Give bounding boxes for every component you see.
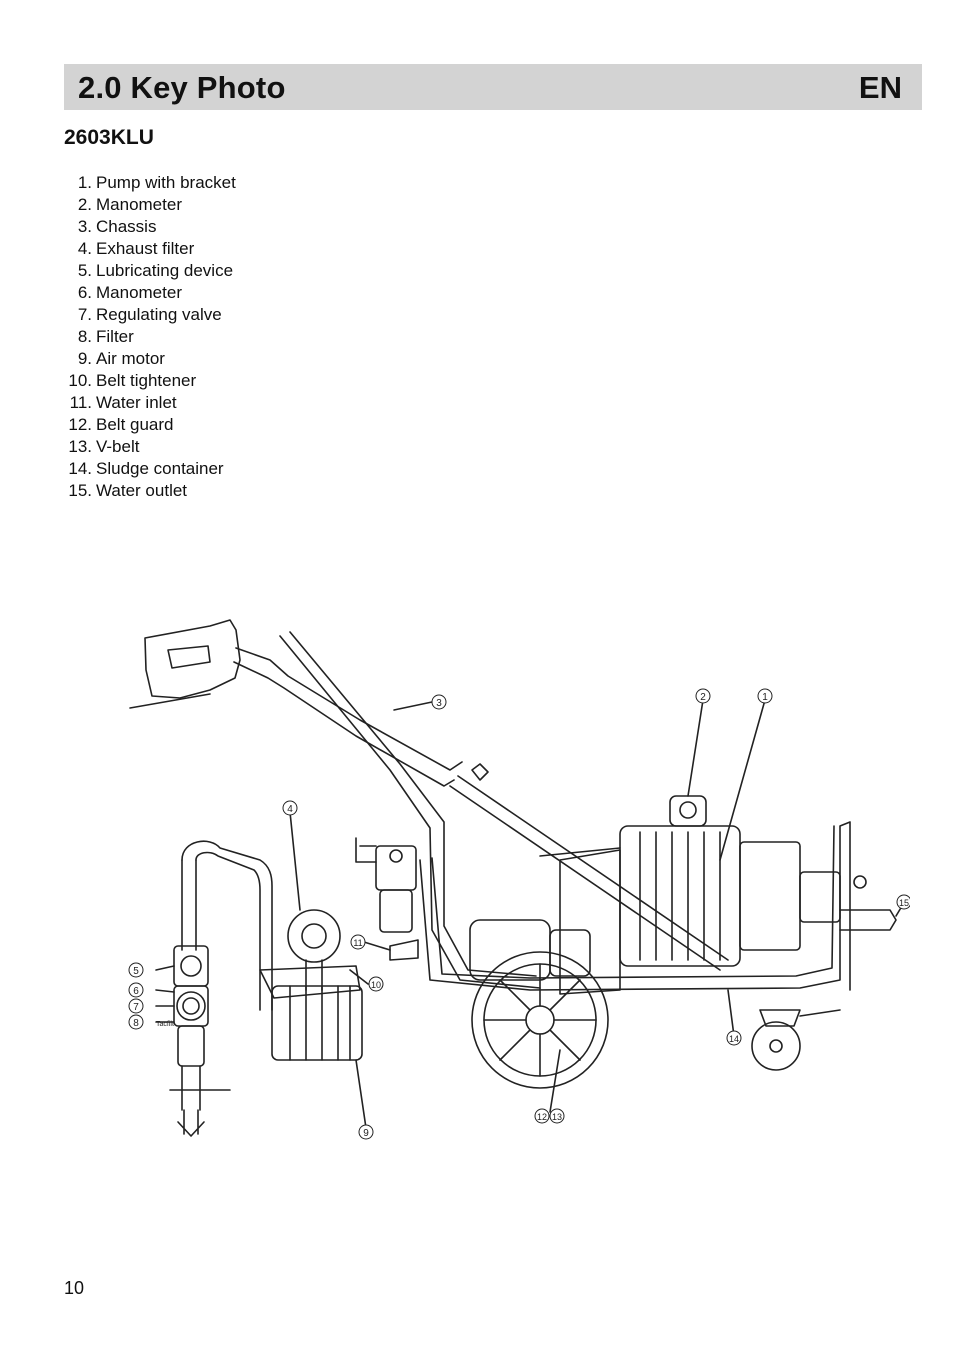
drawing-note: Tacfilt	[156, 1021, 174, 1028]
list-item: 8.Filter	[77, 327, 134, 346]
list-item: 5.Lubricating device	[77, 261, 234, 280]
list-item: 14.Sludge container	[68, 459, 224, 478]
svg-text:3: 3	[436, 698, 442, 709]
svg-text:14: 14	[729, 1034, 739, 1044]
language-code: EN	[858, 70, 902, 105]
section-title: 2.0 Key Photo	[78, 70, 286, 105]
svg-text:7: 7	[133, 1002, 139, 1013]
list-item: 6.Manometer	[77, 283, 182, 302]
callout-14: 14	[726, 1030, 742, 1046]
callout-12: 12	[534, 1108, 550, 1124]
svg-text:15: 15	[899, 898, 909, 908]
svg-text:13: 13	[552, 1112, 562, 1122]
svg-text:4: 4	[287, 804, 293, 815]
svg-text:2: 2	[700, 692, 706, 703]
list-item: 1.Pump with bracket	[77, 173, 236, 192]
callout-11: 11	[350, 934, 366, 950]
list-item: 12.Belt guard	[68, 415, 174, 434]
page-number: 10	[64, 1278, 85, 1298]
callout-2: 2	[695, 688, 711, 704]
callout-8: 8	[128, 1014, 144, 1030]
list-item: 15.Water outlet	[68, 481, 188, 500]
callout-5: 5	[128, 962, 144, 978]
machine-drawing: 1 2 3 4 5 6 7 8	[128, 619, 910, 1140]
list-item: 4.Exhaust filter	[77, 239, 195, 258]
model-name: 2603KLU	[64, 126, 154, 149]
callout-3: 3	[431, 694, 447, 710]
list-item: 9.Air motor	[77, 349, 165, 368]
callout-6: 6	[128, 982, 144, 998]
svg-text:1: 1	[762, 692, 768, 703]
list-item: 7.Regulating valve	[77, 305, 222, 324]
parts-list: 1.Pump with bracket 2.Manometer 3.Chassi…	[64, 172, 236, 502]
callout-4: 4	[282, 800, 298, 816]
callout-9: 9	[358, 1124, 374, 1140]
callout-7: 7	[128, 998, 144, 1014]
callout-10: 10	[368, 976, 384, 992]
svg-text:5: 5	[133, 966, 139, 977]
list-item: 2.Manometer	[77, 195, 182, 214]
svg-text:11: 11	[353, 938, 362, 948]
section-header: 2.0 Key Photo EN	[64, 64, 922, 110]
list-item: 13.V-belt	[68, 437, 140, 456]
svg-text:6: 6	[133, 986, 139, 997]
svg-text:12: 12	[537, 1112, 547, 1122]
callout-1: 1	[757, 688, 773, 704]
svg-text:9: 9	[363, 1128, 369, 1139]
callout-15: 15	[896, 894, 910, 910]
svg-text:10: 10	[371, 980, 381, 990]
callout-13: 13	[549, 1108, 565, 1124]
list-item: 11.Water inlet	[69, 393, 177, 412]
list-item: 3.Chassis	[77, 217, 157, 236]
list-item: 10.Belt tightener	[68, 371, 197, 390]
svg-text:8: 8	[133, 1018, 139, 1029]
